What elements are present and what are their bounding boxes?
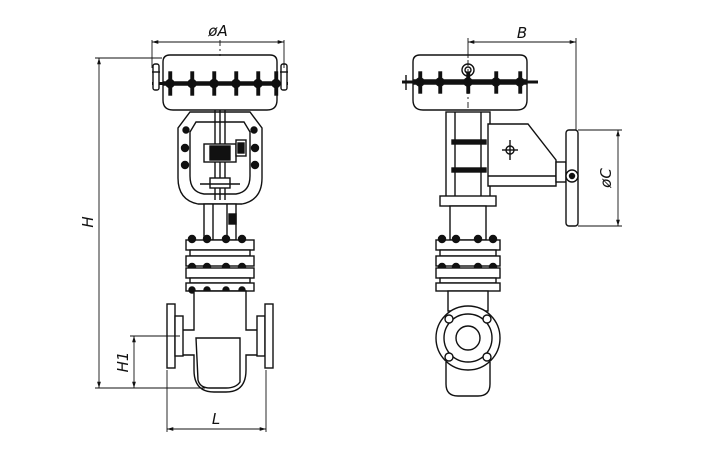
dimension-label-dia-c: øC bbox=[597, 168, 615, 189]
front-valve-body bbox=[166, 290, 274, 393]
front-dimension-lines bbox=[95, 40, 285, 432]
side-valve-body bbox=[435, 290, 501, 397]
side-dimension-lines bbox=[467, 38, 622, 227]
dimension-label-h1: H1 bbox=[114, 352, 132, 373]
front-view bbox=[152, 54, 288, 393]
front-diaphragm-bolts bbox=[165, 71, 281, 96]
dimension-label-dia-a: øA bbox=[207, 22, 227, 40]
front-stem-connector bbox=[200, 139, 247, 189]
dimension-label-l: L bbox=[212, 410, 220, 428]
side-yoke bbox=[439, 111, 497, 207]
dimension-label-b: B bbox=[517, 24, 527, 42]
side-upper-flange bbox=[435, 234, 501, 272]
side-handwheel bbox=[487, 123, 579, 227]
front-bonnet bbox=[203, 203, 237, 241]
side-diaphragm-bolts bbox=[415, 71, 525, 94]
front-yoke-bolts bbox=[180, 126, 260, 170]
front-lower-flange bbox=[185, 267, 255, 294]
dimension-label-h: H bbox=[79, 216, 97, 227]
side-view bbox=[402, 54, 579, 397]
side-lower-flange bbox=[435, 267, 501, 292]
front-upper-flange bbox=[185, 234, 255, 272]
